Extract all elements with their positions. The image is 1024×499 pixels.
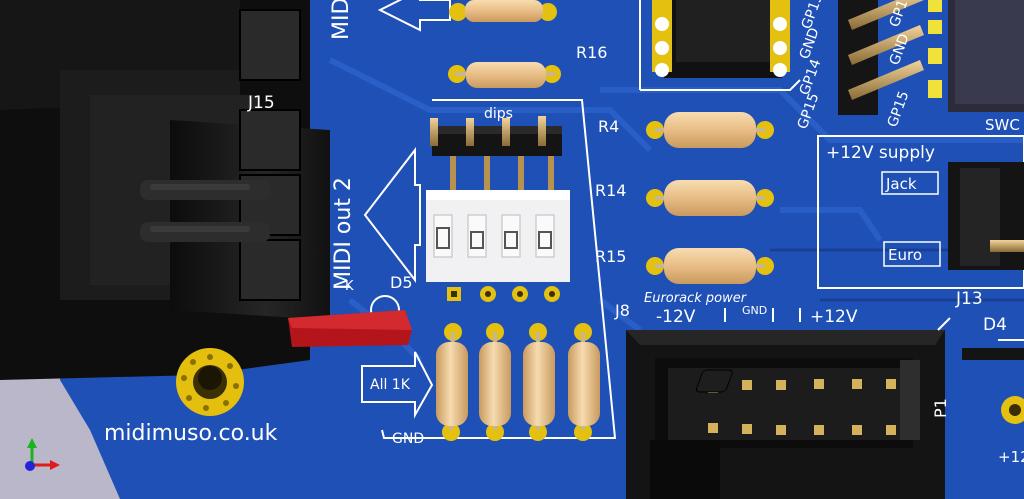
label-midi-top: MIDI (329, 0, 354, 40)
axis-indicator-icon (25, 438, 60, 471)
resistor-array (436, 323, 600, 441)
label-swc: SWC (985, 116, 1020, 134)
label-d5: D5 (390, 273, 413, 292)
label-plus12v: +12V (810, 307, 858, 327)
label-d4: D4 (983, 315, 1007, 335)
label-r15: R15 (595, 247, 626, 266)
resistor-r16 (448, 62, 561, 88)
right-angle-header (838, 0, 924, 115)
resistor-r14 (646, 180, 774, 216)
label-gnd-small: GND (742, 304, 767, 317)
label-r14: R14 (595, 181, 626, 200)
label-k: K (345, 279, 354, 294)
label-jack: Jack (885, 175, 917, 193)
eurorack-power-header[interactable] (626, 330, 945, 499)
label-p1: P1 (931, 398, 950, 418)
label-minus12v: -12V (656, 307, 696, 327)
arrow-right-icon (361, 351, 434, 419)
label-r16: R16 (576, 43, 607, 62)
label-all1k: All 1K (370, 377, 411, 393)
label-supply: +12V supply (826, 143, 935, 163)
label-j13: J13 (955, 289, 983, 309)
jumper-j13[interactable] (948, 162, 1024, 270)
resistor-r4 (646, 112, 774, 148)
label-eurorack-power: Eurorack power (644, 291, 748, 306)
label-plus12-edge: +12 (998, 448, 1024, 466)
resistor-r15 (646, 248, 774, 284)
label-midi-out2: MIDI out 2 (331, 177, 356, 290)
label-website: midimuso.co.uk (104, 421, 278, 446)
dip-switch[interactable] (426, 190, 570, 282)
label-euro: Euro (888, 246, 922, 264)
arrow-left-icon (363, 147, 421, 283)
label-gnd-bottom: GND (392, 431, 424, 447)
ic-top (652, 0, 790, 78)
label-j8: J8 (614, 301, 630, 320)
label-r4: R4 (598, 117, 619, 136)
label-j15: J15 (247, 93, 275, 113)
resistor-top (449, 0, 557, 22)
pin-header-dips (430, 116, 562, 190)
